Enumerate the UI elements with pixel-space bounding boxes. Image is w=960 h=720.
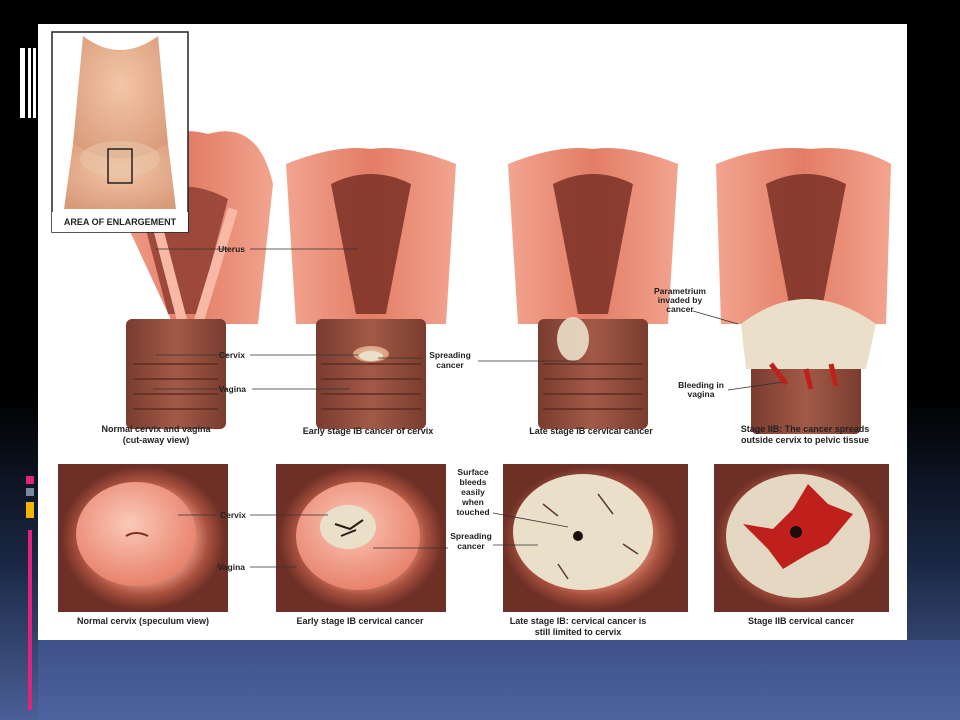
- svg-text:Bleeding in: Bleeding in: [678, 380, 724, 390]
- svg-text:Early stage IB cervical cancer: Early stage IB cervical cancer: [296, 616, 424, 626]
- svg-text:Stage IIB cervical cancer: Stage IIB cervical cancer: [748, 616, 855, 626]
- leader-bleeding: [727, 381, 784, 391]
- cervical-cancer-diagram: AREA OF ENLARGEMENT Uterus Cervix Vagina…: [51, 31, 891, 637]
- label-parametrium: Parametrium invaded by cancer: [654, 286, 706, 314]
- leader-surface-bleeds: [492, 512, 569, 528]
- svg-text:Normal cervix and vagina: Normal cervix and vagina: [101, 424, 211, 434]
- label-vagina: Vagina: [219, 384, 247, 394]
- speculum-panel-4: [714, 464, 889, 612]
- leader-spreading-bottom: [373, 544, 538, 549]
- caption-top-2: Early stage IB cancer of cervix: [303, 426, 434, 436]
- svg-text:Late stage IB cervical cancer: Late stage IB cervical cancer: [529, 426, 653, 436]
- label-cervix-bottom: Cervix: [220, 510, 246, 520]
- svg-text:Stage IIB: The cancer spreads: Stage IIB: The cancer spreads: [741, 424, 870, 434]
- slide-footer-band: [38, 640, 960, 720]
- svg-text:when: when: [461, 497, 484, 507]
- label-bleeding: Bleeding in vagina: [678, 380, 724, 399]
- svg-text:Spreading: Spreading: [429, 350, 471, 360]
- uterus-panel-3: [508, 148, 678, 429]
- caption-top-1: Normal cervix and vagina (cut-away view): [101, 424, 211, 445]
- svg-text:Parametrium: Parametrium: [654, 286, 706, 296]
- caption-bottom-2: Early stage IB cervical cancer: [296, 616, 424, 626]
- svg-text:still limited to cervix: still limited to cervix: [535, 627, 622, 637]
- caption-top-3: Late stage IB cervical cancer: [529, 426, 653, 436]
- caption-bottom-1: Normal cervix (speculum view): [77, 616, 209, 626]
- leader-spreading-top: [378, 357, 578, 362]
- svg-text:touched: touched: [456, 507, 489, 517]
- svg-text:cancer: cancer: [457, 541, 485, 551]
- caption-bottom-3: Late stage IB: cervical cancer is still …: [510, 616, 647, 637]
- label-uterus: Uterus: [218, 244, 245, 254]
- uterus-panel-2: [286, 148, 456, 429]
- caption-top-4: Stage IIB: The cancer spreads outside ce…: [741, 424, 870, 445]
- label-vagina-bottom: Vagina: [218, 562, 246, 572]
- uterus-panel-4: [716, 148, 891, 434]
- svg-text:(cut-away view): (cut-away view): [123, 435, 190, 445]
- inset-caption: AREA OF ENLARGEMENT: [64, 217, 177, 227]
- svg-text:cancer: cancer: [436, 360, 464, 370]
- label-spreading-cancer-top: Spreading cancer: [429, 350, 471, 370]
- speculum-panel-2: [276, 464, 446, 612]
- deco-bar-white-3: [33, 48, 36, 118]
- deco-square-pink: [26, 476, 34, 484]
- leader-parametrium: [692, 310, 739, 325]
- svg-text:invaded by: invaded by: [658, 295, 703, 305]
- label-spreading-cancer-bottom: Spreading cancer: [450, 531, 492, 551]
- deco-bar-white-1: [20, 48, 25, 118]
- svg-text:cancer: cancer: [666, 304, 694, 314]
- deco-square-gray: [26, 488, 34, 496]
- svg-text:Late stage IB: cervical cancer: Late stage IB: cervical cancer is: [510, 616, 647, 626]
- caption-bottom-4: Stage IIB cervical cancer: [748, 616, 855, 626]
- deco-bar-white-2: [28, 48, 31, 118]
- label-surface-bleeds: Surface bleeds easily when touched: [456, 467, 489, 517]
- diagram-slide: AREA OF ENLARGEMENT Uterus Cervix Vagina…: [38, 24, 907, 640]
- svg-text:vagina: vagina: [688, 389, 715, 399]
- svg-text:Surface: Surface: [457, 467, 488, 477]
- svg-text:Normal cervix (speculum view): Normal cervix (speculum view): [77, 616, 209, 626]
- svg-text:Spreading: Spreading: [450, 531, 492, 541]
- svg-text:easily: easily: [461, 487, 485, 497]
- deco-square-yellow: [26, 502, 34, 518]
- inset-area-of-enlargement: AREA OF ENLARGEMENT: [51, 31, 189, 233]
- speculum-panel-3: [503, 464, 688, 612]
- svg-text:bleeds: bleeds: [460, 477, 487, 487]
- speculum-panel-1: [58, 464, 228, 612]
- svg-text:Early stage IB cancer of cervi: Early stage IB cancer of cervix: [303, 426, 434, 436]
- deco-bar-pink: [28, 530, 32, 710]
- label-cervix: Cervix: [219, 350, 245, 360]
- svg-text:outside cervix to pelvic tissu: outside cervix to pelvic tissue: [741, 435, 869, 445]
